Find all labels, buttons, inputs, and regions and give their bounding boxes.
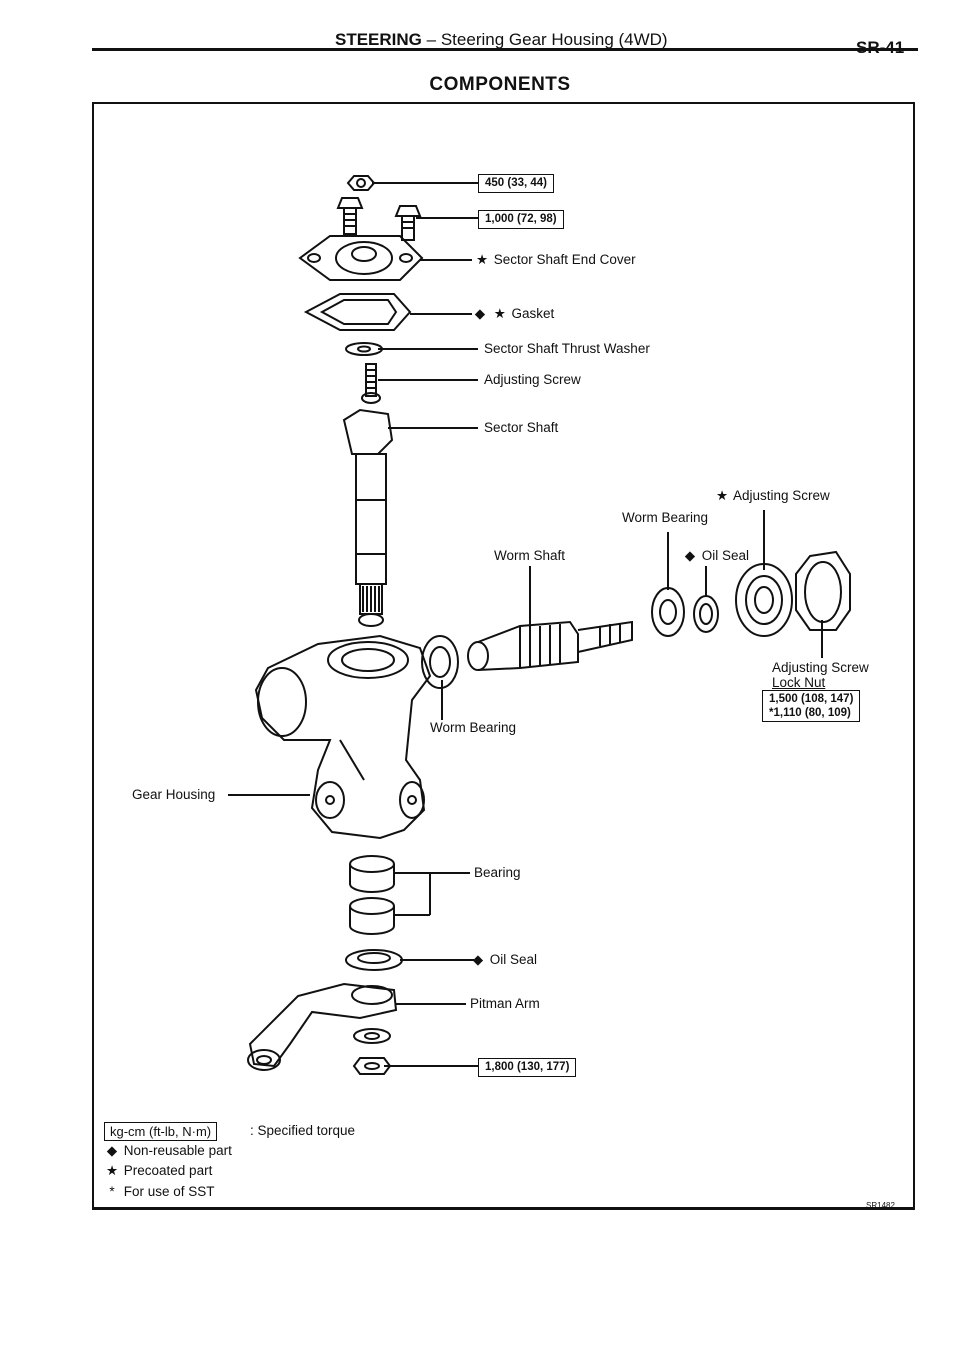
label-worm-bearing-top: Worm Bearing (622, 510, 709, 525)
diamond-icon: ◆ (106, 1143, 118, 1158)
label-bearing: Bearing (474, 865, 521, 880)
label-adjusting-screw: Adjusting Screw (484, 372, 581, 387)
label-oil-seal-top: ◆ Oil Seal (682, 548, 749, 564)
legend-torque-unit: kg-cm (ft-lb, N·m) (104, 1122, 218, 1141)
torque-lock-nut: 1,500 (108, 147) *1,110 (80, 109) (762, 690, 861, 722)
label-gear-housing: Gear Housing (132, 787, 216, 802)
star-icon: ★ (105, 1163, 119, 1178)
star-icon: ★ (475, 252, 489, 267)
diamond-icon: ◆ (474, 306, 486, 321)
header-rule (92, 48, 918, 51)
torque-end-cover-nut: 450 (33, 44) (478, 174, 555, 193)
label-adjusting-screw-lock-nut: Adjusting Screw Lock Nut (772, 660, 869, 690)
legend-precoated: ★ Precoated part (105, 1163, 213, 1178)
label-worm-bearing-bottom: Worm Bearing (430, 720, 517, 735)
label-worm-shaft: Worm Shaft (494, 548, 566, 563)
legend-sst: * For use of SST (104, 1184, 214, 1199)
torque-lock-nut-line2: *1,110 (80, 109) (769, 707, 851, 719)
asterisk-icon: * (109, 1184, 115, 1199)
page-title: COMPONENTS (429, 74, 571, 95)
diamond-icon: ◆ (684, 548, 696, 563)
legend-torque-desc: : Specified torque (250, 1123, 356, 1138)
header-dash: – (426, 30, 437, 49)
page-header-title: STEERING – Steering Gear Housing (4WD) (335, 30, 668, 50)
star-icon: ★ (493, 306, 506, 321)
label-sector-shaft-thrust-washer: Sector Shaft Thrust Washer (484, 341, 650, 356)
subsection-name: Steering Gear Housing (4WD) (440, 30, 668, 49)
label-gasket: ◆ ★ Gasket (472, 306, 555, 322)
torque-lock-nut-line1: 1,500 (108, 147) (769, 693, 854, 705)
torque-end-cover-bolt: 1,000 (72, 98) (478, 210, 564, 229)
label-pitman-arm: Pitman Arm (470, 996, 540, 1011)
section-name: STEERING (335, 30, 422, 49)
torque-pitman-nut: 1,800 (130, 177) (478, 1058, 577, 1077)
label-adjusting-screw-right: ★ Adjusting Screw (715, 488, 830, 503)
label-sector-shaft: Sector Shaft (484, 420, 559, 435)
label-sector-shaft-end-cover: ★ Sector Shaft End Cover (475, 252, 636, 267)
legend-non-reusable: ◆ Non-reusable part (104, 1143, 232, 1159)
page-code: SR-41 (856, 38, 904, 58)
figure-code: SR1482 (866, 1201, 895, 1210)
star-icon: ★ (715, 488, 729, 503)
diamond-icon: ◆ (472, 952, 484, 967)
label-oil-seal-bottom: ◆ Oil Seal (470, 952, 537, 968)
